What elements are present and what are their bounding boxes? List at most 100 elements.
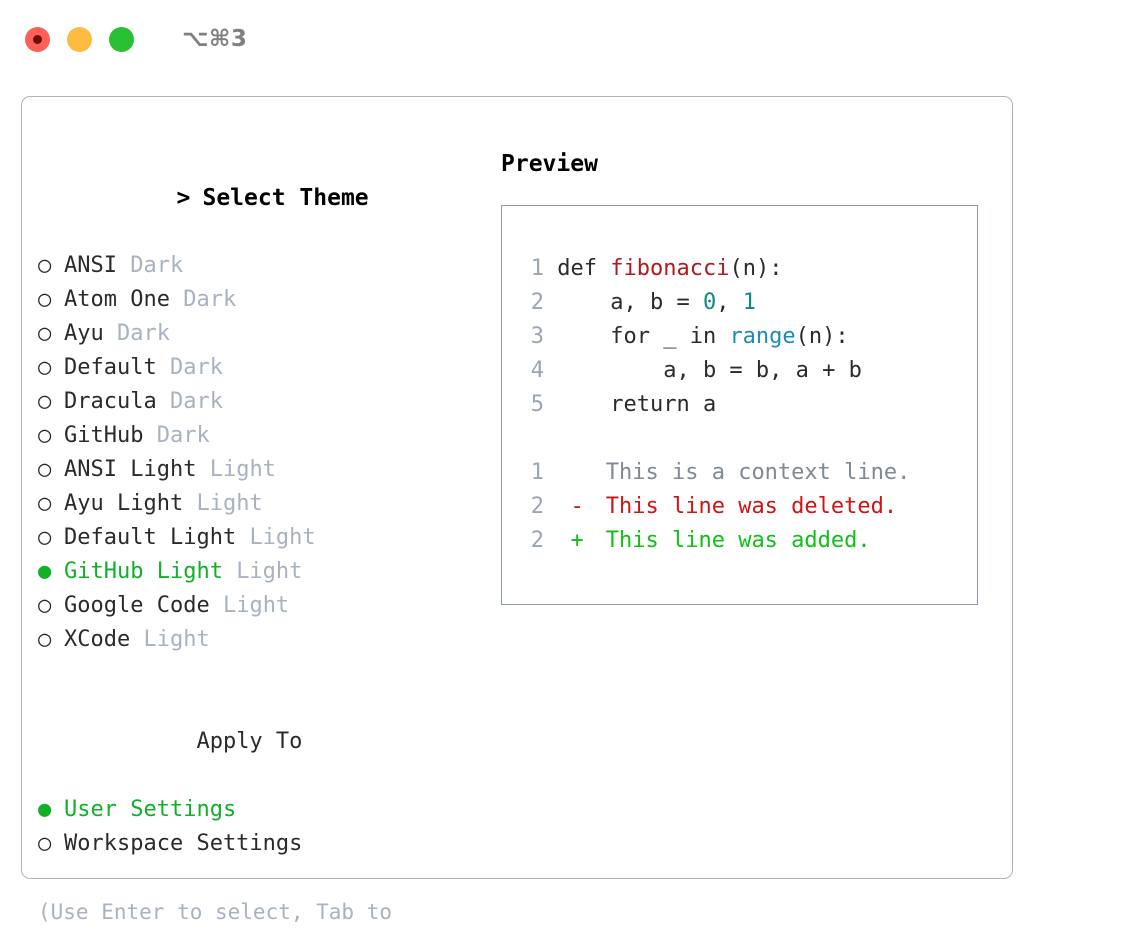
theme-option-label: Ayu Light bbox=[64, 491, 197, 516]
radio-unselected-icon: ○ bbox=[38, 287, 52, 312]
window-shortcut-label: ⌥⌘3 bbox=[182, 26, 248, 52]
theme-list: ○ANSI Dark○Atom One Dark○Ayu Dark○Defaul… bbox=[38, 249, 492, 657]
diff-line-deleted: 2 - This line was deleted. bbox=[502, 490, 977, 524]
radio-selected-icon: ● bbox=[38, 797, 52, 822]
theme-option-label: Dracula bbox=[64, 389, 170, 414]
theme-option-dracula[interactable]: ○ Dracula Dark bbox=[38, 385, 492, 419]
code-line: 2 a, b = 0, 1 bbox=[502, 286, 977, 320]
minimize-button[interactable] bbox=[67, 26, 92, 52]
close-button[interactable] bbox=[25, 26, 50, 52]
preview-heading: Preview bbox=[501, 151, 598, 177]
theme-variant-badge: Light bbox=[209, 457, 276, 482]
code-token-number: 0 bbox=[702, 290, 717, 315]
code-line: 1 def fibonacci(n): bbox=[502, 252, 977, 286]
diff-line-context: 1 This is a context line. bbox=[502, 456, 977, 490]
radio-unselected-icon: ○ bbox=[38, 627, 52, 652]
diff-line-text: This line was deleted. bbox=[592, 494, 898, 519]
code-token-plain: return a bbox=[557, 392, 717, 417]
apply-to-option-workspace-settings[interactable]: ○ Workspace Settings bbox=[38, 827, 492, 861]
theme-option-ayu[interactable]: ○ Ayu Dark bbox=[38, 317, 492, 351]
code-token-plain: (n): bbox=[729, 256, 783, 281]
section-spacer bbox=[38, 657, 492, 691]
maximize-button[interactable] bbox=[109, 26, 134, 52]
diff-line-added: 2 + This line was added. bbox=[502, 524, 977, 558]
diff-line-number: 2 bbox=[530, 494, 544, 519]
radio-unselected-icon: ○ bbox=[38, 321, 52, 346]
theme-option-label: GitHub Light bbox=[64, 559, 237, 584]
radio-unselected-icon: ○ bbox=[38, 525, 52, 550]
radio-selected-icon: ● bbox=[38, 559, 52, 584]
diff-line-text: This line was added. bbox=[592, 528, 871, 553]
theme-option-github-light[interactable]: ● GitHub Light Light bbox=[38, 555, 492, 589]
theme-variant-badge: Light bbox=[249, 525, 316, 550]
theme-option-label: Ayu bbox=[64, 321, 117, 346]
theme-selector-column: >Select Theme ○ANSI Dark○Atom One Dark○A… bbox=[22, 97, 492, 924]
code-token-plain: def bbox=[557, 256, 611, 281]
apply-to-heading-label: Apply To bbox=[196, 729, 303, 754]
theme-option-atom-one[interactable]: ○Atom One Dark bbox=[38, 283, 492, 317]
main-panel: >Select Theme ○ANSI Dark○Atom One Dark○A… bbox=[21, 96, 1013, 924]
theme-variant-badge: Dark bbox=[130, 253, 184, 278]
code-token-plain: for _ in bbox=[557, 324, 730, 349]
select-theme-heading: >Select Theme bbox=[38, 147, 492, 249]
code-line-number: 2 bbox=[530, 290, 544, 315]
theme-option-label: Default bbox=[64, 355, 170, 380]
traffic-light-group bbox=[25, 26, 134, 52]
radio-unselected-icon: ○ bbox=[38, 831, 52, 856]
theme-option-label: XCode bbox=[64, 627, 144, 652]
title-bar: ⌥⌘3 bbox=[0, 0, 1140, 78]
code-line-number: 4 bbox=[530, 358, 544, 383]
theme-variant-badge: Light bbox=[222, 593, 290, 618]
code-line-number: 1 bbox=[530, 256, 544, 281]
keyboard-hint: (Use Enter to select, Tab to change focu… bbox=[38, 900, 393, 924]
code-token-plain: a, b = bbox=[557, 290, 703, 315]
diff-sample: 1 This is a context line.2 - This line w… bbox=[502, 456, 977, 558]
theme-option-label: ANSI bbox=[64, 253, 131, 278]
theme-option-default[interactable]: ○ Default Dark bbox=[38, 351, 492, 385]
theme-option-github[interactable]: ○GitHub Dark bbox=[38, 419, 492, 453]
recording-indicator-icon bbox=[33, 34, 42, 44]
code-token-call: range bbox=[729, 324, 796, 349]
code-token-plain: , bbox=[716, 290, 743, 315]
apply-to-indent bbox=[170, 725, 196, 759]
apply-to-options: ● User Settings ○ Workspace Settings bbox=[38, 793, 492, 861]
theme-option-label: Google Code bbox=[64, 593, 223, 618]
theme-option-default-light[interactable]: ○ Default Light Light bbox=[38, 521, 492, 555]
diff-line-number: 1 bbox=[530, 460, 544, 485]
theme-option-label: ANSI Light bbox=[64, 457, 210, 482]
radio-unselected-icon: ○ bbox=[38, 355, 52, 380]
apply-to-option-label: Workspace Settings bbox=[64, 831, 303, 856]
theme-option-ayu-light[interactable]: ○ Ayu Light Light bbox=[38, 487, 492, 521]
code-token-function: fibonacci bbox=[610, 256, 730, 281]
radio-unselected-icon: ○ bbox=[38, 457, 52, 482]
theme-variant-badge: Light bbox=[196, 491, 263, 516]
theme-option-ansi-light[interactable]: ○ ANSI Light Light bbox=[38, 453, 492, 487]
radio-unselected-icon: ○ bbox=[38, 423, 52, 448]
radio-unselected-icon: ○ bbox=[38, 593, 52, 618]
code-token-plain: a, b = b, a + b bbox=[557, 358, 862, 383]
radio-unselected-icon: ○ bbox=[38, 389, 52, 414]
diff-line-number: 2 bbox=[530, 528, 544, 553]
theme-option-google-code[interactable]: ○ Google Code Light bbox=[38, 589, 492, 623]
code-token-number: 1 bbox=[742, 290, 756, 315]
theme-variant-badge: Dark bbox=[169, 389, 223, 414]
code-line-number: 3 bbox=[530, 324, 544, 349]
diff-line-text: This is a context line. bbox=[592, 460, 911, 485]
diff-sign-added: + bbox=[570, 528, 584, 553]
theme-option-label: Atom One bbox=[64, 287, 184, 312]
theme-variant-badge: Dark bbox=[169, 355, 223, 380]
code-token-plain: (n): bbox=[795, 324, 849, 349]
theme-option-ansi[interactable]: ○ANSI Dark bbox=[38, 249, 492, 283]
diff-sign-context bbox=[571, 456, 593, 490]
theme-option-xcode[interactable]: ○XCode Light bbox=[38, 623, 492, 657]
apply-to-option-user-settings[interactable]: ● User Settings bbox=[38, 793, 492, 827]
theme-option-label: Default Light bbox=[64, 525, 250, 550]
theme-variant-badge: Dark bbox=[116, 321, 170, 346]
code-line: 4 a, b = b, a + b bbox=[502, 354, 977, 388]
diff-sign-deleted: - bbox=[570, 494, 584, 519]
theme-variant-badge: Light bbox=[236, 559, 303, 584]
apply-to-option-label: User Settings bbox=[64, 797, 237, 822]
radio-unselected-icon: ○ bbox=[38, 491, 52, 516]
